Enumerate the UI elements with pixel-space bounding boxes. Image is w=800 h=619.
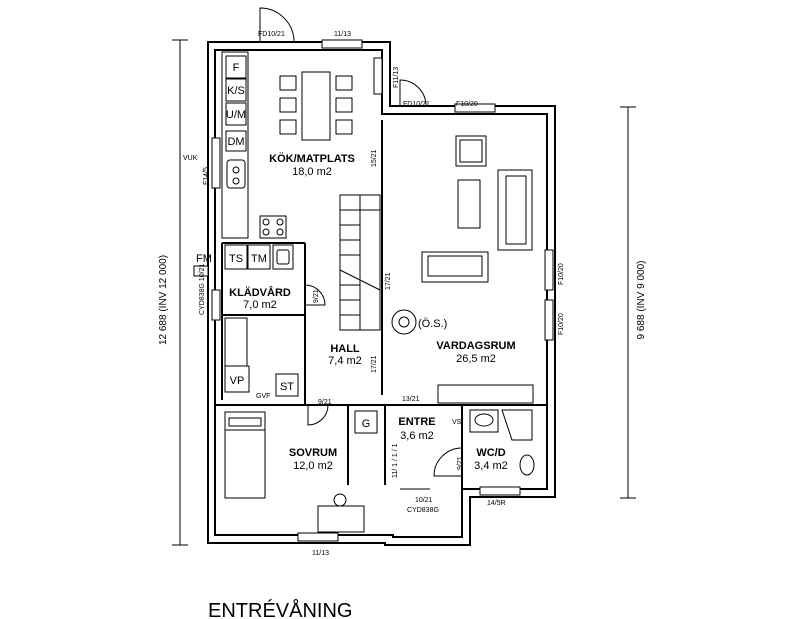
interior-walls	[215, 120, 547, 489]
appliance-vp	[224, 365, 250, 393]
room-entry-area: 3,6 m2	[400, 430, 434, 442]
room-living-area: 26,5 m2	[456, 353, 496, 365]
entry-wc-fixtures: G VS	[354, 409, 535, 476]
svg-text:FD10/21: FD10/21	[403, 101, 430, 108]
room-bedroom-area: 12,0 m2	[293, 460, 333, 472]
svg-text:11/13: 11/13	[334, 31, 351, 38]
svg-text:FD10/21: FD10/21	[258, 31, 285, 38]
svg-text:K/S: K/S	[227, 85, 245, 97]
svg-text:11/ 1 / 1 / 1: 11/ 1 / 1 / 1	[392, 443, 399, 478]
appliance-um	[225, 102, 247, 126]
svg-text:TM: TM	[251, 253, 267, 265]
svg-text:9/21: 9/21	[457, 456, 464, 470]
svg-text:15/21: 15/21	[371, 149, 378, 167]
room-hall-area: 7,4 m2	[328, 355, 362, 367]
room-bedroom-name: SOVRUM	[289, 447, 337, 459]
appliance-st	[275, 373, 299, 397]
svg-text:F14/5: F14/5	[203, 167, 210, 185]
svg-text:VUK: VUK	[183, 155, 198, 162]
room-hall-name: HALL	[330, 343, 360, 355]
svg-text:9/21: 9/21	[313, 289, 320, 303]
dimension-right: 9 688 (INV 9 000)	[620, 106, 647, 499]
sink	[226, 159, 246, 189]
bedroom-furniture	[224, 411, 365, 533]
svg-text:17/21: 17/21	[385, 272, 392, 290]
svg-text:G: G	[362, 418, 371, 430]
room-wc-area: 3,4 m2	[474, 460, 508, 472]
appliance-dm	[225, 130, 247, 152]
shower-corner	[501, 409, 533, 441]
appliance-g	[354, 410, 378, 434]
desk-chair	[333, 493, 347, 507]
outside-labels: VUK FM F14/5 CYD838G 10/21	[183, 155, 212, 315]
room-entry-name: ENTRE	[398, 416, 435, 428]
svg-text:VP: VP	[230, 375, 245, 387]
svg-text:CYD838G: CYD838G	[407, 507, 439, 514]
svg-text:(Ö.S.): (Ö.S.)	[418, 318, 447, 330]
svg-text:VS: VS	[452, 419, 462, 426]
svg-text:14/5R: 14/5R	[487, 500, 506, 507]
dimension-left-label: 12 688 (INV 12 000)	[158, 255, 169, 345]
svg-text:F: F	[233, 62, 240, 74]
cabinet-column	[224, 317, 248, 367]
staircase	[339, 194, 381, 331]
room-wardrobe-area: 7,0 m2	[243, 299, 277, 311]
living-furniture: (Ö.S.)	[391, 135, 534, 404]
toilet	[519, 454, 535, 476]
tv-bench	[437, 384, 534, 404]
kitchen-counter: F K/S U/M DM	[221, 51, 287, 239]
appliance-ks	[225, 78, 247, 102]
appliance-f	[225, 55, 247, 79]
dimension-left: 12 688 (INV 12 000)	[158, 39, 188, 546]
floor-title: ENTRÉVÅNING	[208, 599, 352, 619]
svg-text:9/21: 9/21	[318, 399, 332, 406]
svg-text:GVF: GVF	[256, 393, 270, 400]
dimension-right-label: 9 688 (INV 9 000)	[636, 261, 647, 340]
svg-text:11/13: 11/13	[312, 550, 329, 557]
room-living-name: VARDAGSRUM	[436, 340, 515, 352]
svg-text:CYD838G 10/21: CYD838G 10/21	[199, 264, 206, 315]
svg-text:FM: FM	[196, 253, 212, 265]
windows	[211, 39, 554, 542]
appliance-ts	[224, 244, 248, 270]
svg-text:U/M: U/M	[226, 109, 246, 121]
svg-text:F10/20: F10/20	[558, 313, 565, 335]
dining-table	[279, 71, 353, 141]
room-kitchen-area: 18,0 m2	[292, 166, 332, 178]
doors	[259, 7, 463, 490]
room-labels: KÖK/MATPLATS 18,0 m2 KLÄDVÅRD 7,0 m2 HAL…	[229, 152, 515, 472]
svg-text:10/21: 10/21	[415, 497, 433, 504]
opening-labels: FD10/21 11/13 F11/13 FD10/21 F10/20 15/2…	[258, 31, 565, 557]
laundry-appliances: TS TM VP ST GVF	[224, 244, 299, 400]
svg-text:F10/20: F10/20	[558, 263, 565, 285]
appliance-tm	[247, 244, 271, 270]
svg-text:F11/13: F11/13	[393, 67, 400, 88]
svg-text:13/21: 13/21	[402, 396, 420, 403]
svg-text:17/21: 17/21	[371, 355, 378, 373]
svg-text:F10/20: F10/20	[456, 101, 478, 108]
coffee-table	[457, 179, 481, 229]
desk	[317, 505, 365, 533]
svg-text:TS: TS	[229, 253, 243, 265]
svg-text:ST: ST	[280, 381, 294, 393]
svg-text:DM: DM	[227, 136, 244, 148]
room-wardrobe-name: KLÄDVÅRD	[229, 286, 291, 299]
room-wc-name: WC/D	[476, 447, 505, 459]
room-kitchen-name: KÖK/MATPLATS	[269, 152, 355, 165]
